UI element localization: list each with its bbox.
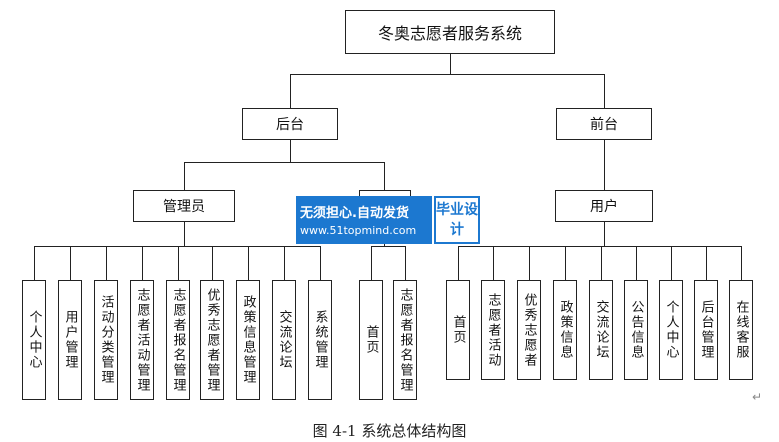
connector-leaf-drop <box>636 246 637 280</box>
watermark-line1: 无须担心.自动发货 <box>300 206 409 221</box>
module-box: 首页 <box>446 280 470 380</box>
module-box: 志愿者活动管理 <box>130 280 154 400</box>
watermark-line2: www.51topmind.com <box>300 224 417 237</box>
module-label: 志愿者报名管理 <box>170 287 186 393</box>
connector-to-admin <box>184 162 185 190</box>
connector-leaf-drop <box>458 246 459 280</box>
module-label: 首页 <box>363 325 379 355</box>
root-label: 冬奥志愿者服务系统 <box>377 24 522 43</box>
module-label: 交流论坛 <box>593 300 609 360</box>
connector-user-down <box>604 222 605 246</box>
connector-leaf-drop <box>405 246 406 280</box>
connector-leaf-drop <box>212 246 213 280</box>
module-box: 交流论坛 <box>589 280 613 380</box>
module-label: 公告信息 <box>628 300 644 360</box>
module-box: 公告信息 <box>624 280 648 380</box>
frontend-box: 前台 <box>556 108 652 140</box>
module-label: 志愿者活动 <box>485 292 501 368</box>
module-label: 优秀志愿者 <box>521 292 537 368</box>
connector-to-middle <box>384 162 385 190</box>
module-box: 首页 <box>359 280 383 400</box>
module-box: 政策信息管理 <box>236 280 260 400</box>
module-box: 个人中心 <box>659 280 683 380</box>
connector-frontend-down <box>604 140 605 190</box>
watermark-side-badge: 毕业设计 <box>434 196 480 244</box>
module-box: 个人中心 <box>22 280 46 400</box>
module-label: 志愿者报名管理 <box>397 287 413 393</box>
module-box: 志愿者报名管理 <box>166 280 190 400</box>
connector-to-frontend <box>604 74 605 108</box>
connector-to-backend <box>290 74 291 108</box>
module-label: 首页 <box>450 315 466 345</box>
module-box: 后台管理 <box>694 280 718 380</box>
root-box: 冬奥志愿者服务系统 <box>345 10 555 54</box>
module-box: 活动分类管理 <box>94 280 118 400</box>
module-box: 在线客服 <box>729 280 753 380</box>
module-label: 政策信息管理 <box>240 295 256 385</box>
connector-admin-down <box>184 222 185 246</box>
return-mark: ↵ <box>752 390 763 404</box>
module-label: 后台管理 <box>698 300 714 360</box>
module-label: 交流论坛 <box>276 310 292 370</box>
connector-leaf-drop <box>248 246 249 280</box>
connector-backend-down <box>290 140 291 162</box>
module-label: 活动分类管理 <box>98 295 114 385</box>
connector-middle-horizontal <box>371 246 406 247</box>
module-box: 优秀志愿者管理 <box>200 280 224 400</box>
connector-leaf-drop <box>741 246 742 280</box>
module-label: 个人中心 <box>663 300 679 360</box>
module-box: 志愿者报名管理 <box>393 280 417 400</box>
connector-root-down <box>450 54 451 74</box>
figure-caption: 图 4-1 系统总体结构图 <box>312 422 467 440</box>
backend-box: 后台 <box>242 108 338 140</box>
module-label: 个人中心 <box>26 310 42 370</box>
connector-leaf-drop <box>70 246 71 280</box>
module-box: 系统管理 <box>308 280 332 400</box>
connector-leaf-drop <box>34 246 35 280</box>
watermark-blue-panel: 无须担心.自动发货 www.51topmind.com <box>296 196 432 244</box>
connector-leaf-drop <box>493 246 494 280</box>
connector-leaf-drop <box>529 246 530 280</box>
frontend-label: 前台 <box>590 117 618 133</box>
connector-leaf-drop <box>671 246 672 280</box>
backend-label: 后台 <box>276 117 304 133</box>
module-label: 优秀志愿者管理 <box>204 287 220 393</box>
connector-leaf-drop <box>284 246 285 280</box>
connector-leaf-drop <box>106 246 107 280</box>
connector-level2-horizontal <box>184 162 385 163</box>
connector-leaf-drop <box>371 246 372 280</box>
admin-box: 管理员 <box>133 190 235 222</box>
module-box: 交流论坛 <box>272 280 296 400</box>
module-box: 志愿者活动 <box>481 280 505 380</box>
module-box: 用户管理 <box>58 280 82 400</box>
connector-leaf-drop <box>178 246 179 280</box>
connector-user-horizontal <box>458 246 741 247</box>
connector-leaf-drop <box>142 246 143 280</box>
user-box: 用户 <box>555 190 653 222</box>
module-label: 志愿者活动管理 <box>134 287 150 393</box>
module-label: 在线客服 <box>733 300 749 360</box>
module-label: 系统管理 <box>312 310 328 370</box>
connector-level1-horizontal <box>290 74 605 75</box>
admin-label: 管理员 <box>163 199 205 215</box>
connector-leaf-drop <box>706 246 707 280</box>
connector-leaf-drop <box>601 246 602 280</box>
connector-leaf-drop <box>565 246 566 280</box>
module-box: 政策信息 <box>553 280 577 380</box>
connector-leaf-drop <box>320 246 321 280</box>
module-label: 政策信息 <box>557 300 573 360</box>
module-box: 优秀志愿者 <box>517 280 541 380</box>
module-label: 用户管理 <box>62 310 78 370</box>
watermark-banner: 无须担心.自动发货 www.51topmind.com 毕业设计 <box>296 196 480 244</box>
user-label: 用户 <box>590 199 618 215</box>
connector-admin-horizontal <box>34 246 321 247</box>
